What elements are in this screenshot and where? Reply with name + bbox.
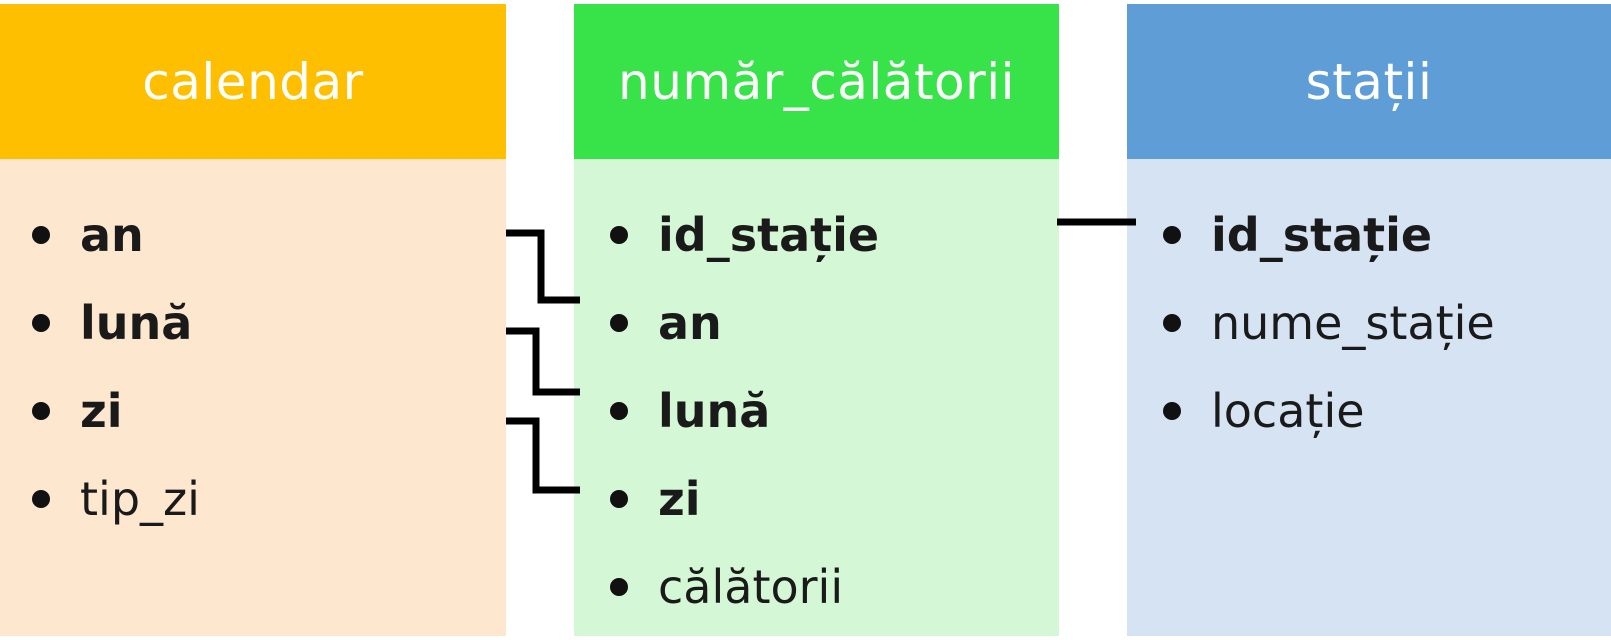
field-zi: zi (610, 455, 1059, 543)
field-label: lună (658, 384, 771, 438)
field-nume-statie: nume_stație (1163, 279, 1611, 367)
field-label: id_stație (1211, 208, 1433, 262)
bullet-icon (32, 490, 50, 508)
field-an: an (32, 191, 506, 279)
table-numar-calatorii: număr_călătorii id_stație an lună zi căl… (574, 4, 1059, 636)
bullet-icon (610, 402, 628, 420)
table-header-numar-calatorii: număr_călătorii (574, 4, 1059, 159)
bullet-icon (1163, 314, 1181, 332)
bullet-icon (610, 314, 628, 332)
bullet-icon (1163, 226, 1181, 244)
field-label: zi (80, 384, 123, 438)
field-id-statie: id_stație (610, 191, 1059, 279)
table-fields-calendar: an lună zi tip_zi (0, 159, 506, 636)
field-label: zi (658, 472, 701, 526)
field-label: nume_stație (1211, 296, 1495, 350)
field-label: an (80, 208, 144, 262)
field-id-statie: id_stație (1163, 191, 1611, 279)
field-label: călătorii (658, 560, 844, 614)
table-header-statii: stații (1127, 4, 1611, 159)
bullet-icon (610, 490, 628, 508)
connector-zi (506, 417, 580, 494)
field-locatie: locație (1163, 367, 1611, 455)
bullet-icon (610, 226, 628, 244)
table-title: număr_călătorii (618, 52, 1015, 111)
table-header-calendar: calendar (0, 4, 506, 159)
field-luna: lună (32, 279, 506, 367)
field-calatorii: călătorii (610, 543, 1059, 631)
field-label: tip_zi (80, 472, 200, 526)
table-calendar: calendar an lună zi tip_zi (0, 4, 506, 636)
connector-an (506, 229, 580, 304)
table-statii: stații id_stație nume_stație locație (1127, 4, 1611, 636)
connector-luna (506, 327, 580, 396)
bullet-icon (610, 578, 628, 596)
field-label: lună (80, 296, 193, 350)
field-zi: zi (32, 367, 506, 455)
table-fields-numar-calatorii: id_stație an lună zi călătorii (574, 159, 1059, 636)
table-fields-statii: id_stație nume_stație locație (1127, 159, 1611, 636)
field-luna: lună (610, 367, 1059, 455)
field-label: locație (1211, 384, 1365, 438)
bullet-icon (32, 226, 50, 244)
bullet-icon (32, 402, 50, 420)
table-title: calendar (142, 52, 364, 111)
bullet-icon (1163, 402, 1181, 420)
field-tip-zi: tip_zi (32, 455, 506, 543)
bullet-icon (32, 314, 50, 332)
field-label: id_stație (658, 208, 880, 262)
field-an: an (610, 279, 1059, 367)
field-label: an (658, 296, 722, 350)
table-title: stații (1305, 52, 1433, 111)
